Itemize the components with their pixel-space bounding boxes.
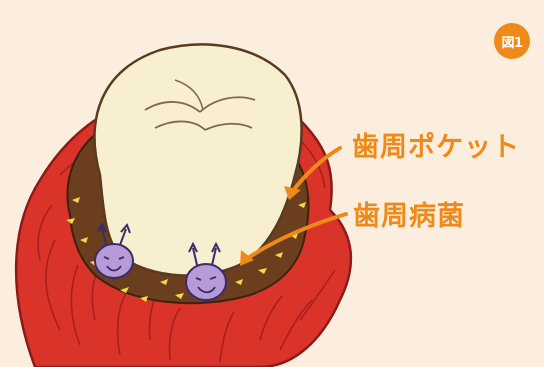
bacteria-icon: [94, 221, 134, 279]
plaque-dots: [66, 197, 306, 302]
figure-number-label: 図1: [501, 35, 523, 51]
label-periodontal-pocket: 歯周ポケット: [352, 132, 520, 163]
label-periodontal-bacteria: 歯周病菌: [353, 201, 465, 232]
bacteria-icon: [185, 241, 227, 301]
figure-number-badge: 図1: [494, 23, 530, 59]
curved-arrow-icon: [284, 146, 342, 200]
curved-arrow-icon: [240, 212, 348, 266]
